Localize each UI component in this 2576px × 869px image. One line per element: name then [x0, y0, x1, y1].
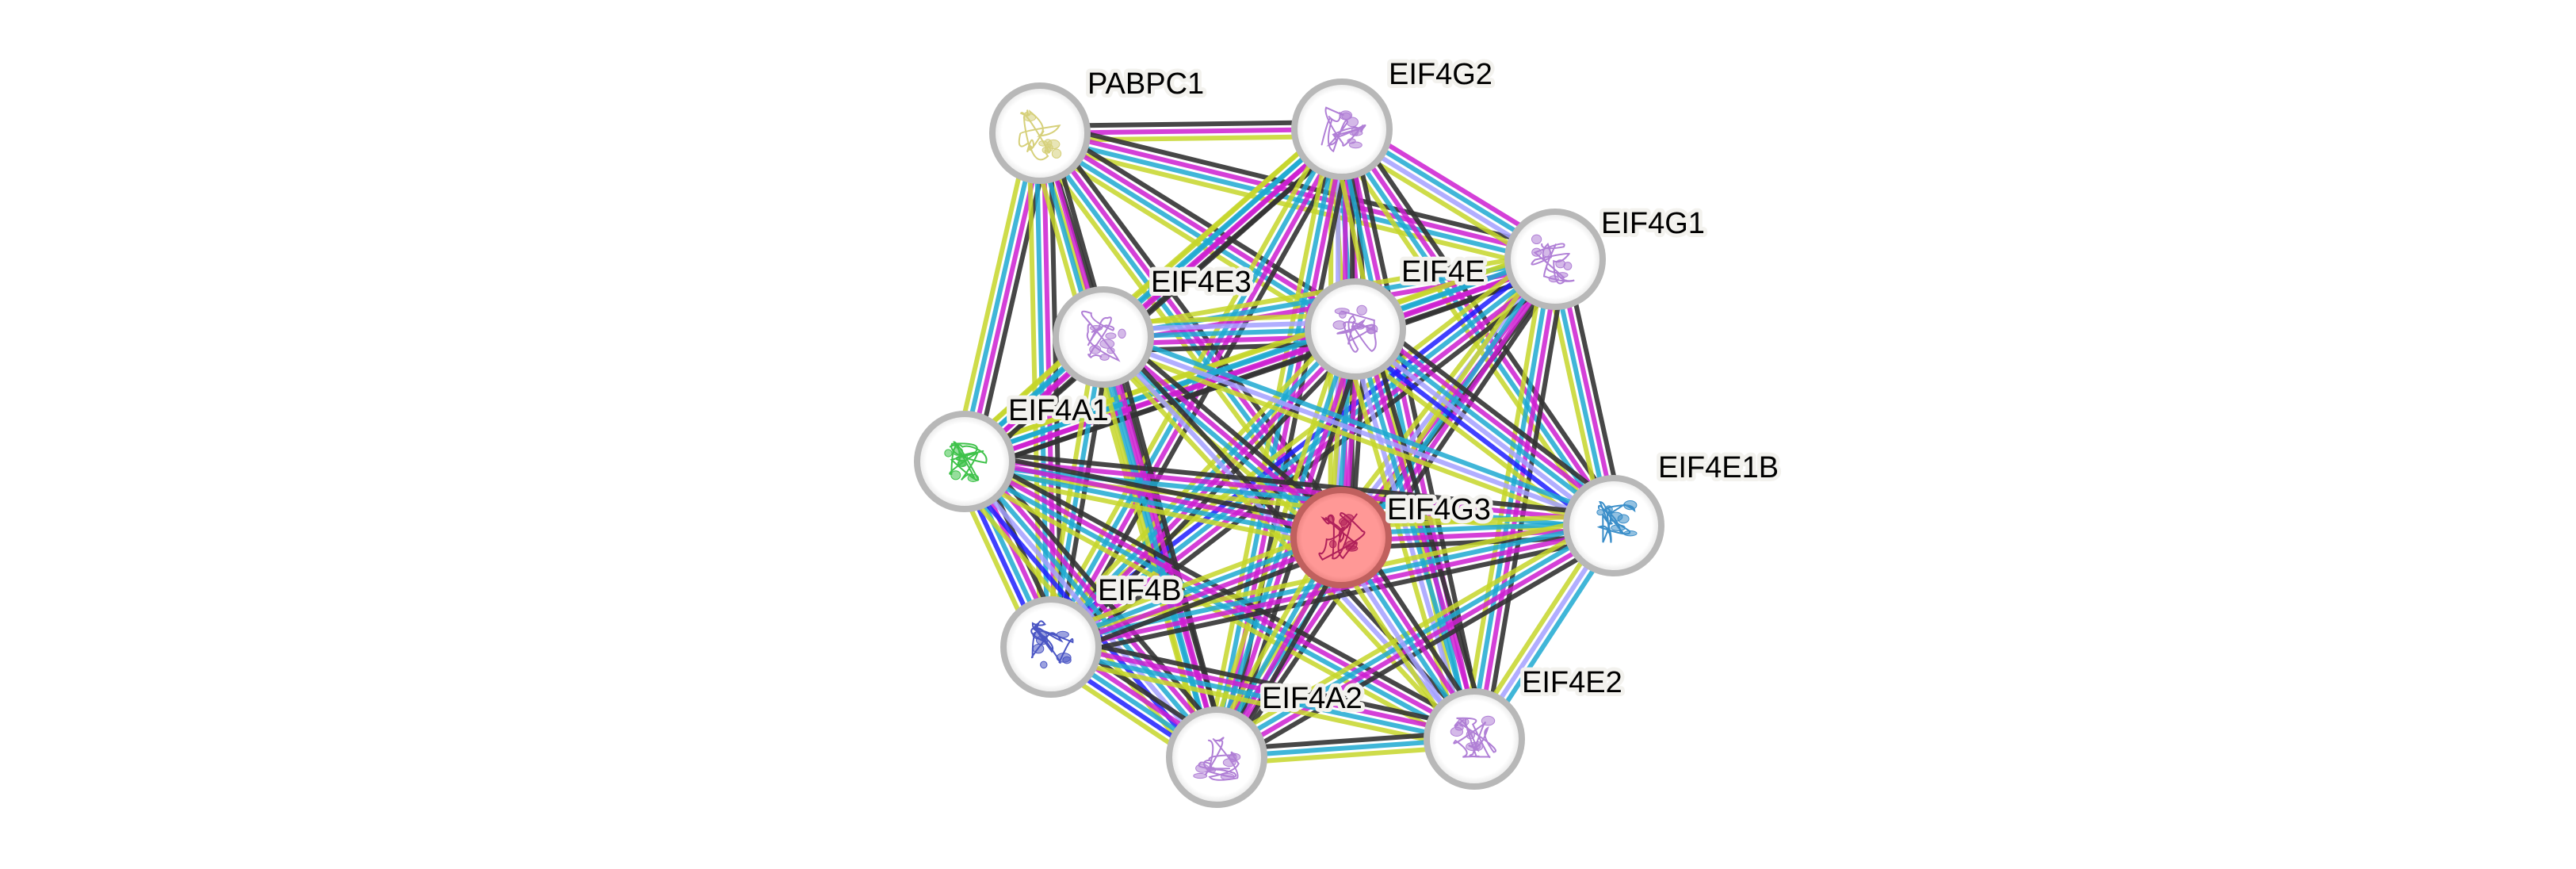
edge-evidence-textmining: [1330, 251, 1549, 533]
edge-evidence-coexpression: [1053, 534, 1617, 660]
protein-structure-icon: [1030, 620, 1074, 669]
edge-evidence-coexpression: [965, 448, 1615, 518]
node-eif4a2[interactable]: [1166, 706, 1267, 808]
edge-evidence-coexpression: [1053, 634, 1477, 731]
edge-evidence-databases: [1355, 324, 1618, 525]
edge-evidence-textmining: [1046, 525, 1339, 640]
edge-evidence-databases: [1213, 520, 1614, 756]
edge-evidence-experiments: [1343, 128, 1481, 739]
edge-evidence-databases: [962, 323, 1355, 461]
protein-structure-icon: [1332, 304, 1378, 353]
node-pabpc1[interactable]: [989, 82, 1091, 184]
protein-structure-icon: [1081, 310, 1126, 362]
edge-evidence-experiments: [970, 453, 1227, 752]
node-label-eif4e: EIF4E: [1401, 255, 1485, 289]
edge-evidence-coexpression: [976, 448, 1233, 748]
edge-evidence-homology: [1102, 335, 1615, 528]
node-circle[interactable]: [989, 82, 1091, 184]
edge-evidence-databases: [961, 462, 1474, 745]
edge-evidence-coexpression: [1364, 312, 1626, 514]
protein-structure-icon: [944, 441, 988, 483]
node-label-eif4g3: EIF4G3: [1387, 493, 1491, 526]
edge-evidence-databases: [1105, 327, 1618, 522]
node-eif4b[interactable]: [1000, 596, 1102, 698]
edge-EIF4B-EIF4E2[interactable]: [1048, 634, 1477, 752]
edge-evidence-experiments: [1360, 318, 1622, 519]
node-eif4g3[interactable]: [1290, 487, 1392, 588]
edge-evidence-experiments: [1217, 526, 1617, 763]
protein-structure-icon: [1320, 106, 1366, 153]
node-label-pabpc1: PABPC1: [1087, 67, 1204, 101]
edge-evidence-textmining: [1096, 340, 1471, 746]
node-eif4e2[interactable]: [1424, 688, 1525, 790]
node-label-eif4a2: EIF4A2: [1262, 682, 1363, 715]
edge-evidence-databases: [963, 462, 1341, 544]
edge-evidence-experiments: [965, 455, 1343, 537]
edge-evidence-coexpression: [1108, 327, 1350, 531]
node-label-eif4g1: EIF4G1: [1601, 207, 1705, 240]
edge-evidence-databases: [965, 457, 1221, 757]
query-node-circle[interactable]: [1290, 487, 1392, 588]
node-eif4e[interactable]: [1305, 278, 1406, 380]
edge-EIF4E3-EIF4E1B[interactable]: [1099, 327, 1618, 535]
edge-EIF4A1-EIF4G3[interactable]: [961, 448, 1344, 551]
edge-evidence-experiments: [1104, 335, 1223, 757]
edge-evidence-textmining: [951, 130, 1032, 460]
edge-evidence-databases: [958, 132, 1039, 461]
edge-evidence-textmining: [1048, 655, 1473, 752]
node-label-eif4a1: EIF4A1: [1008, 394, 1109, 427]
node-circle[interactable]: [1504, 209, 1606, 310]
edge-evidence-databases: [1353, 328, 1477, 740]
node-eif4g2[interactable]: [1291, 78, 1393, 180]
node-label-eif4b: EIF4B: [1098, 574, 1182, 607]
protein-structure-icon: [1318, 512, 1366, 561]
edge-evidence-homology: [1351, 330, 1614, 530]
edges-layer: [949, 117, 1627, 771]
node-eif4g1[interactable]: [1504, 209, 1606, 310]
edge-evidence-coexpression: [1039, 120, 1342, 129]
node-label-eif4e1b: EIF4E1B: [1658, 451, 1779, 484]
node-eif4e3[interactable]: [1053, 286, 1154, 388]
edge-evidence-coexpression: [966, 448, 1344, 530]
edge-evidence-databases: [1049, 648, 1474, 745]
node-circle[interactable]: [1424, 688, 1525, 790]
protein-structure-icon: [1193, 737, 1241, 781]
edge-evidence-experiments: [1051, 538, 1343, 653]
edge-evidence-experiments: [1040, 127, 1557, 258]
edge-evidence-databases: [1468, 258, 1554, 739]
protein-structure-icon: [1018, 109, 1062, 161]
edge-evidence-databases: [1049, 531, 1341, 646]
edge-evidence-experiments: [965, 455, 1615, 525]
node-label-eif4g2: EIF4G2: [1389, 58, 1492, 91]
node-label-eif4e2: EIF4E2: [1522, 666, 1622, 699]
node-label-eif4e3: EIF4E3: [1151, 266, 1252, 299]
protein-structure-icon: [1596, 500, 1638, 543]
edge-EIF4G3-EIF4B[interactable]: [1046, 525, 1346, 660]
edge-evidence-textmining: [1099, 341, 1612, 535]
edge-evidence-experiments: [1051, 641, 1476, 738]
edge-evidence-textmining: [1461, 257, 1547, 738]
node-eif4a1[interactable]: [914, 411, 1015, 512]
node-eif4e1b[interactable]: [1563, 475, 1664, 576]
edge-evidence-textmining: [1203, 126, 1334, 756]
edge-evidence-coexpression: [1058, 268, 1565, 660]
protein-structure-icon: [1531, 234, 1575, 285]
edge-evidence-databases: [1037, 134, 1355, 335]
node-circle[interactable]: [1053, 286, 1154, 388]
edge-evidence-databases: [1049, 336, 1106, 648]
edge-evidence-databases: [1210, 128, 1341, 757]
edge-evidence-coexpression: [1053, 545, 1346, 660]
edge-evidence-experiments: [1103, 332, 1345, 537]
edge-evidence-coexpression: [1221, 533, 1621, 769]
nodes-layer: [914, 78, 1664, 808]
edge-evidence-experiments: [1051, 526, 1615, 653]
protein-structure-icon: [1450, 715, 1496, 759]
